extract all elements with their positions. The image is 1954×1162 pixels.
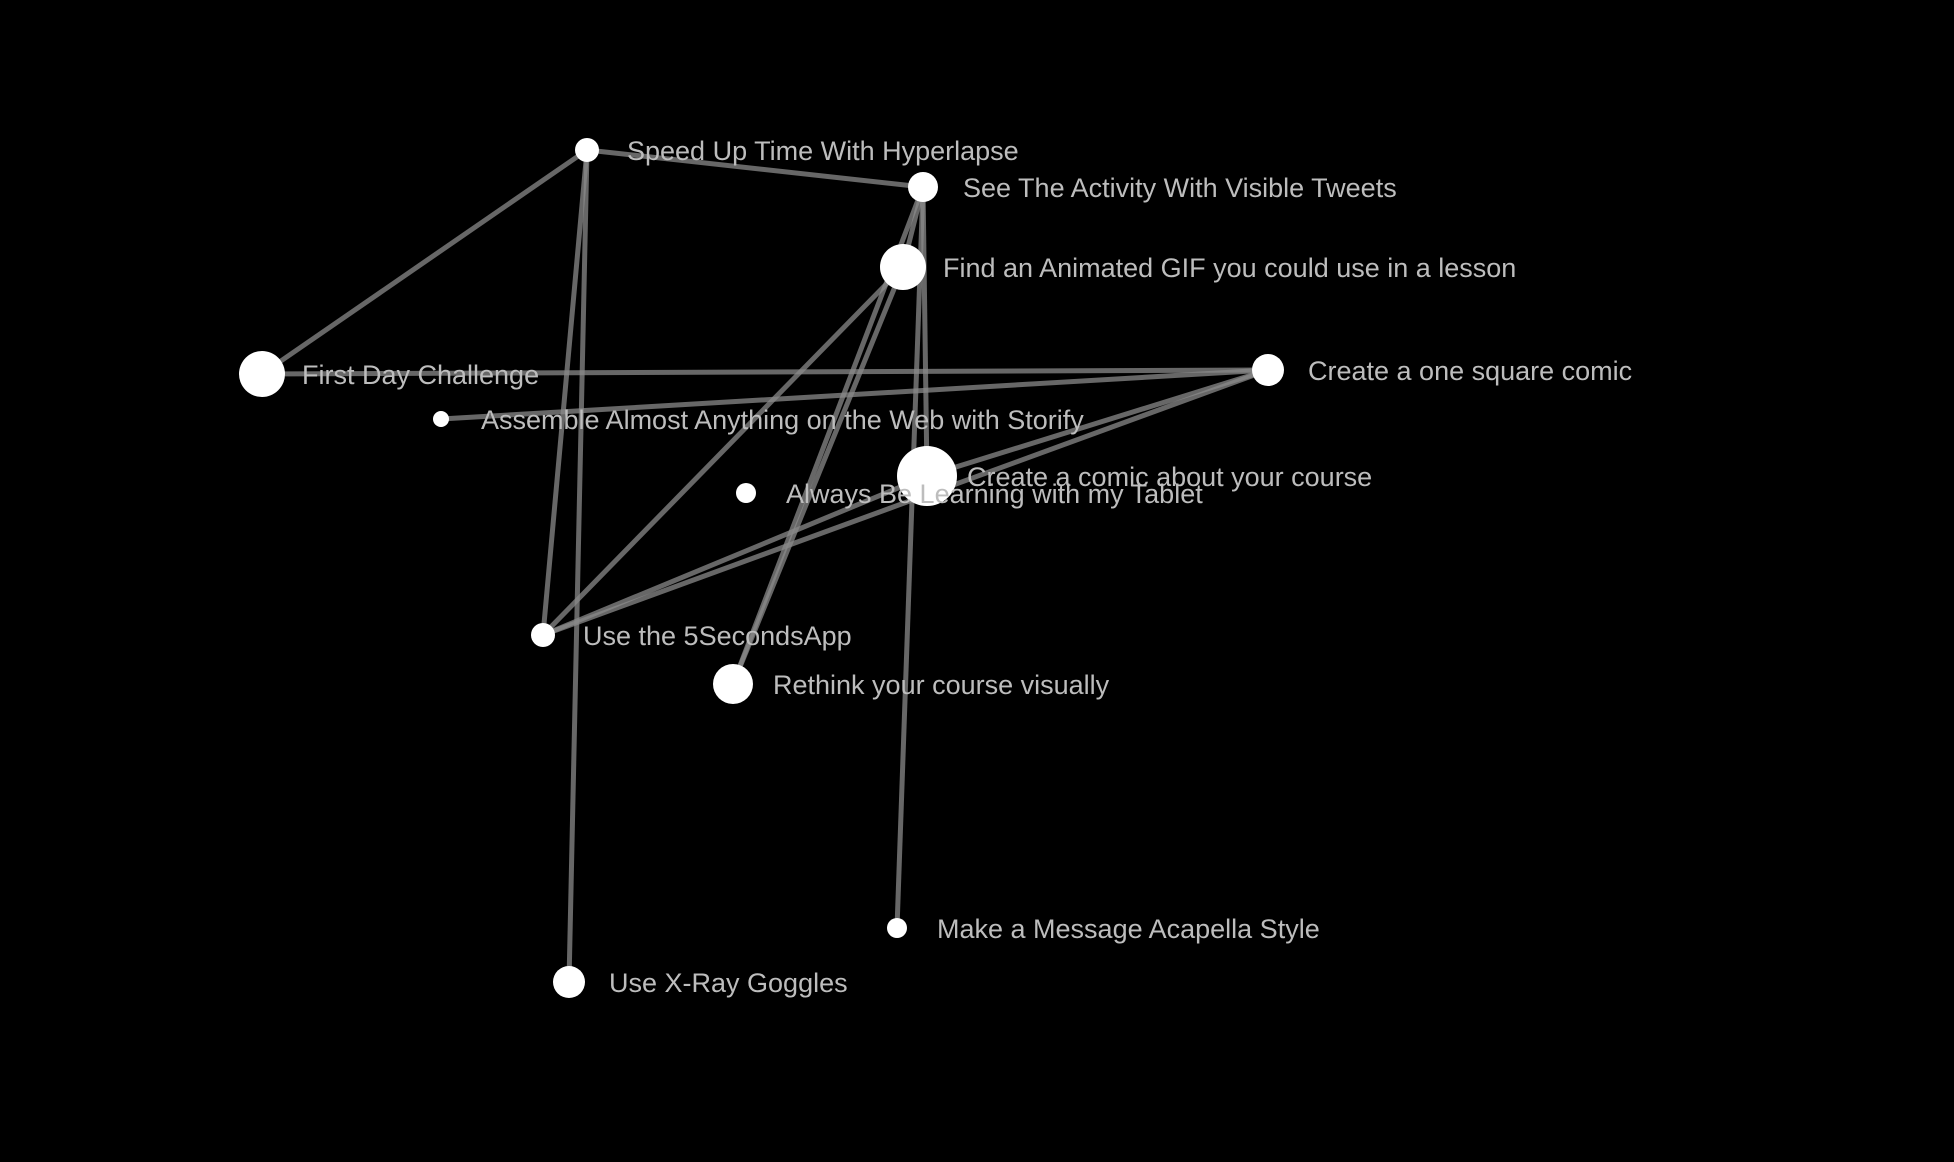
edge-onesquare-comic: [926, 367, 1269, 479]
node-onesquare[interactable]: Create a one square comic: [1252, 354, 1632, 386]
node-xray[interactable]: Use X-Ray Goggles: [553, 966, 848, 998]
node-label: Create a one square comic: [1308, 356, 1632, 386]
node-circle[interactable]: [880, 244, 926, 290]
node-storify[interactable]: Assemble Almost Anything on the Web with…: [433, 405, 1084, 435]
node-circle[interactable]: [239, 351, 285, 397]
node-label: First Day Challenge: [302, 360, 539, 390]
edge-speed-xray: [566, 149, 590, 983]
node-label: Create a comic about your course: [967, 462, 1372, 492]
edge-gif-fivesec: [541, 265, 905, 637]
edge-onesquare-fivesec: [542, 367, 1269, 638]
node-circle[interactable]: [736, 483, 756, 503]
edge-speed-firstday: [260, 147, 589, 377]
node-label: Use X-Ray Goggles: [609, 968, 848, 998]
node-label: See The Activity With Visible Tweets: [963, 173, 1397, 203]
node-label: Use the 5SecondsApp: [583, 621, 852, 651]
node-label: Speed Up Time With Hyperlapse: [627, 136, 1019, 166]
node-label: Rethink your course visually: [773, 670, 1110, 700]
node-speed[interactable]: Speed Up Time With Hyperlapse: [575, 136, 1019, 166]
edge-gif-rethink: [730, 266, 906, 685]
node-acapella[interactable]: Make a Message Acapella Style: [887, 914, 1320, 944]
node-circle[interactable]: [713, 664, 753, 704]
node-rethink[interactable]: Rethink your course visually: [713, 664, 1110, 704]
node-label: Assemble Almost Anything on the Web with…: [481, 405, 1084, 435]
node-circle[interactable]: [433, 411, 449, 427]
node-circle[interactable]: [897, 446, 957, 506]
node-circle[interactable]: [553, 966, 585, 998]
node-fivesec[interactable]: Use the 5SecondsApp: [531, 621, 852, 651]
node-tweets[interactable]: See The Activity With Visible Tweets: [908, 172, 1397, 203]
edge-speed-fivesec: [540, 149, 590, 636]
node-comic[interactable]: Create a comic about your course: [897, 446, 1372, 506]
node-circle[interactable]: [887, 918, 907, 938]
edge-storify-onesquare: [440, 367, 1269, 422]
edge-firstday-onesquare: [261, 367, 1269, 377]
edge-speed-tweets: [586, 147, 924, 190]
node-circle[interactable]: [575, 138, 599, 162]
edge-comic-fivesec: [542, 473, 928, 638]
node-circle[interactable]: [531, 623, 555, 647]
node-gif[interactable]: Find an Animated GIF you could use in a …: [880, 244, 1516, 290]
node-label: Make a Message Acapella Style: [937, 914, 1320, 944]
node-label: Always Be Learning with my Tablet: [786, 479, 1203, 509]
node-circle[interactable]: [1252, 354, 1284, 386]
node-label: Find an Animated GIF you could use in a …: [943, 253, 1516, 283]
node-tablet[interactable]: Always Be Learning with my Tablet: [736, 479, 1203, 509]
node-circle[interactable]: [908, 172, 938, 202]
node-firstday[interactable]: First Day Challenge: [239, 351, 539, 397]
edge-tweets-acapella: [894, 186, 926, 929]
